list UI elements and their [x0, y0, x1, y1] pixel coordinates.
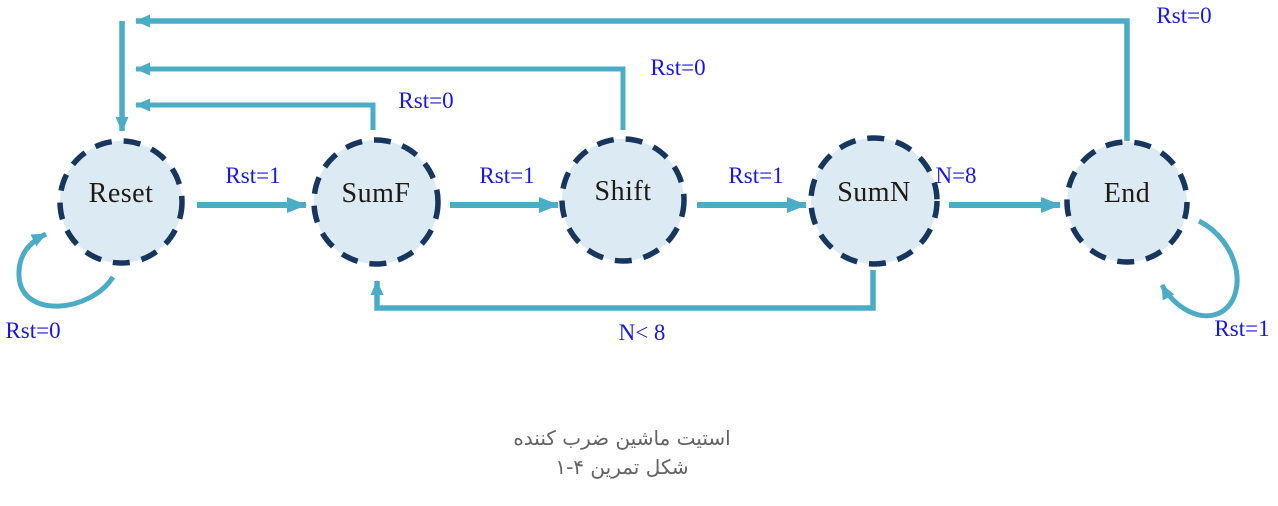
edge-label-shift-to-sumn: Rst=1: [728, 163, 784, 188]
edge-label-sumn-to-sumf: N< 8: [618, 320, 666, 345]
edge-label-sumf-to-reset: Rst=0: [398, 88, 454, 113]
edge-label-end-self: Rst=1: [1214, 316, 1270, 341]
edge-label-reset-to-sumf: Rst=1: [225, 163, 281, 188]
caption-line-2: شکل تمرین ۴-۱: [555, 455, 689, 479]
state-shift-label: Shift: [594, 176, 652, 207]
state-reset-circle: [57, 138, 185, 266]
edge-shift-to-reset: [135, 62, 626, 130]
state-sumn-circle: [808, 135, 940, 267]
edge-label-sumn-to-end: N=8: [935, 163, 977, 188]
figure-caption: استیت ماشین ضرب کننده شکل تمرین ۴-۱: [513, 424, 730, 482]
edge-label-reset-self: Rst=0: [5, 318, 61, 343]
caption-line-1: استیت ماشین ضرب کننده: [513, 426, 731, 450]
edge-label-sumf-to-shift: Rst=1: [479, 163, 535, 188]
state-sumf-label: SumF: [341, 178, 411, 209]
state-sumf-circle: [311, 137, 441, 267]
edge-label-shift-to-reset: Rst=0: [650, 55, 706, 80]
edge-reset-self-loop: [16, 231, 116, 309]
edge-end-to-reset: [135, 14, 1130, 141]
state-shift-circle: [559, 136, 687, 264]
state-reset-label: Reset: [88, 178, 154, 209]
edge-return-collector-horizontal: [135, 98, 376, 130]
state-end-circle: [1064, 139, 1190, 265]
state-end-label: End: [1103, 178, 1151, 209]
edge-label-end-to-reset: Rst=0: [1156, 3, 1212, 28]
edge-sumn-to-sumf: [370, 270, 876, 311]
edge-end-self-loop: [1159, 218, 1240, 319]
state-sumn-label: SumN: [837, 177, 911, 208]
